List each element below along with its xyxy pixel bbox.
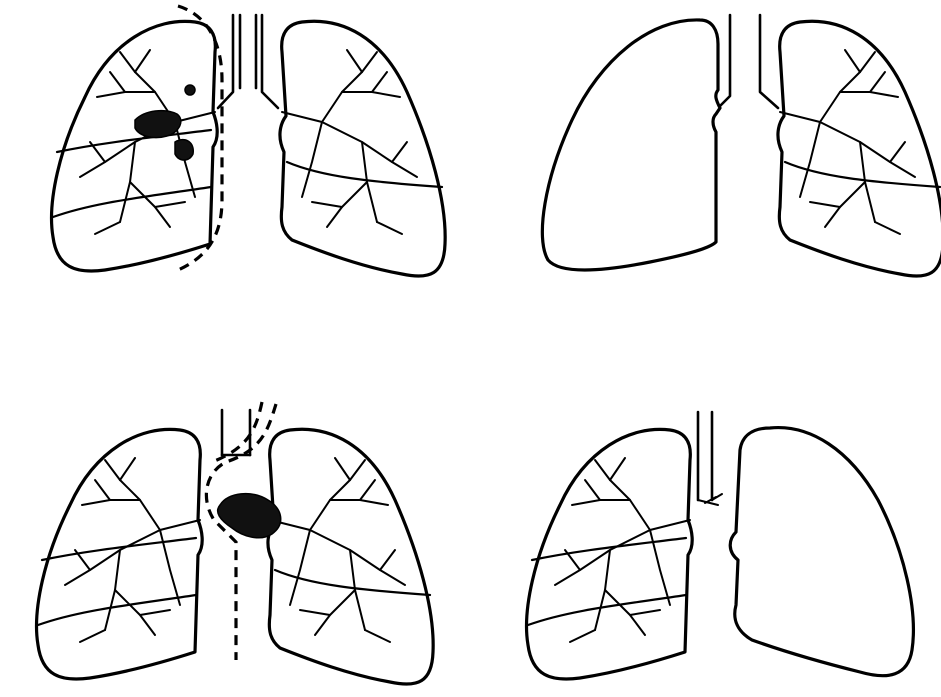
- right-lung: [37, 429, 203, 679]
- empty-hemithorax: [730, 428, 913, 676]
- remaining-left-lung: [778, 21, 941, 276]
- panel-top-left: [52, 6, 446, 276]
- remaining-right-lung: [527, 429, 693, 679]
- trachea: [218, 15, 278, 108]
- bronchial-stump: [698, 412, 722, 505]
- panel-bottom-left: [37, 402, 434, 684]
- panel-bottom-right: [527, 412, 914, 679]
- tumor-mass: [135, 111, 181, 138]
- panel-top-right: [542, 15, 941, 276]
- right-lung-diseased: [52, 21, 218, 271]
- trachea: [720, 15, 778, 108]
- left-lung-diseased: [268, 429, 433, 684]
- left-lung: [280, 21, 445, 276]
- empty-hemithorax: [542, 20, 720, 270]
